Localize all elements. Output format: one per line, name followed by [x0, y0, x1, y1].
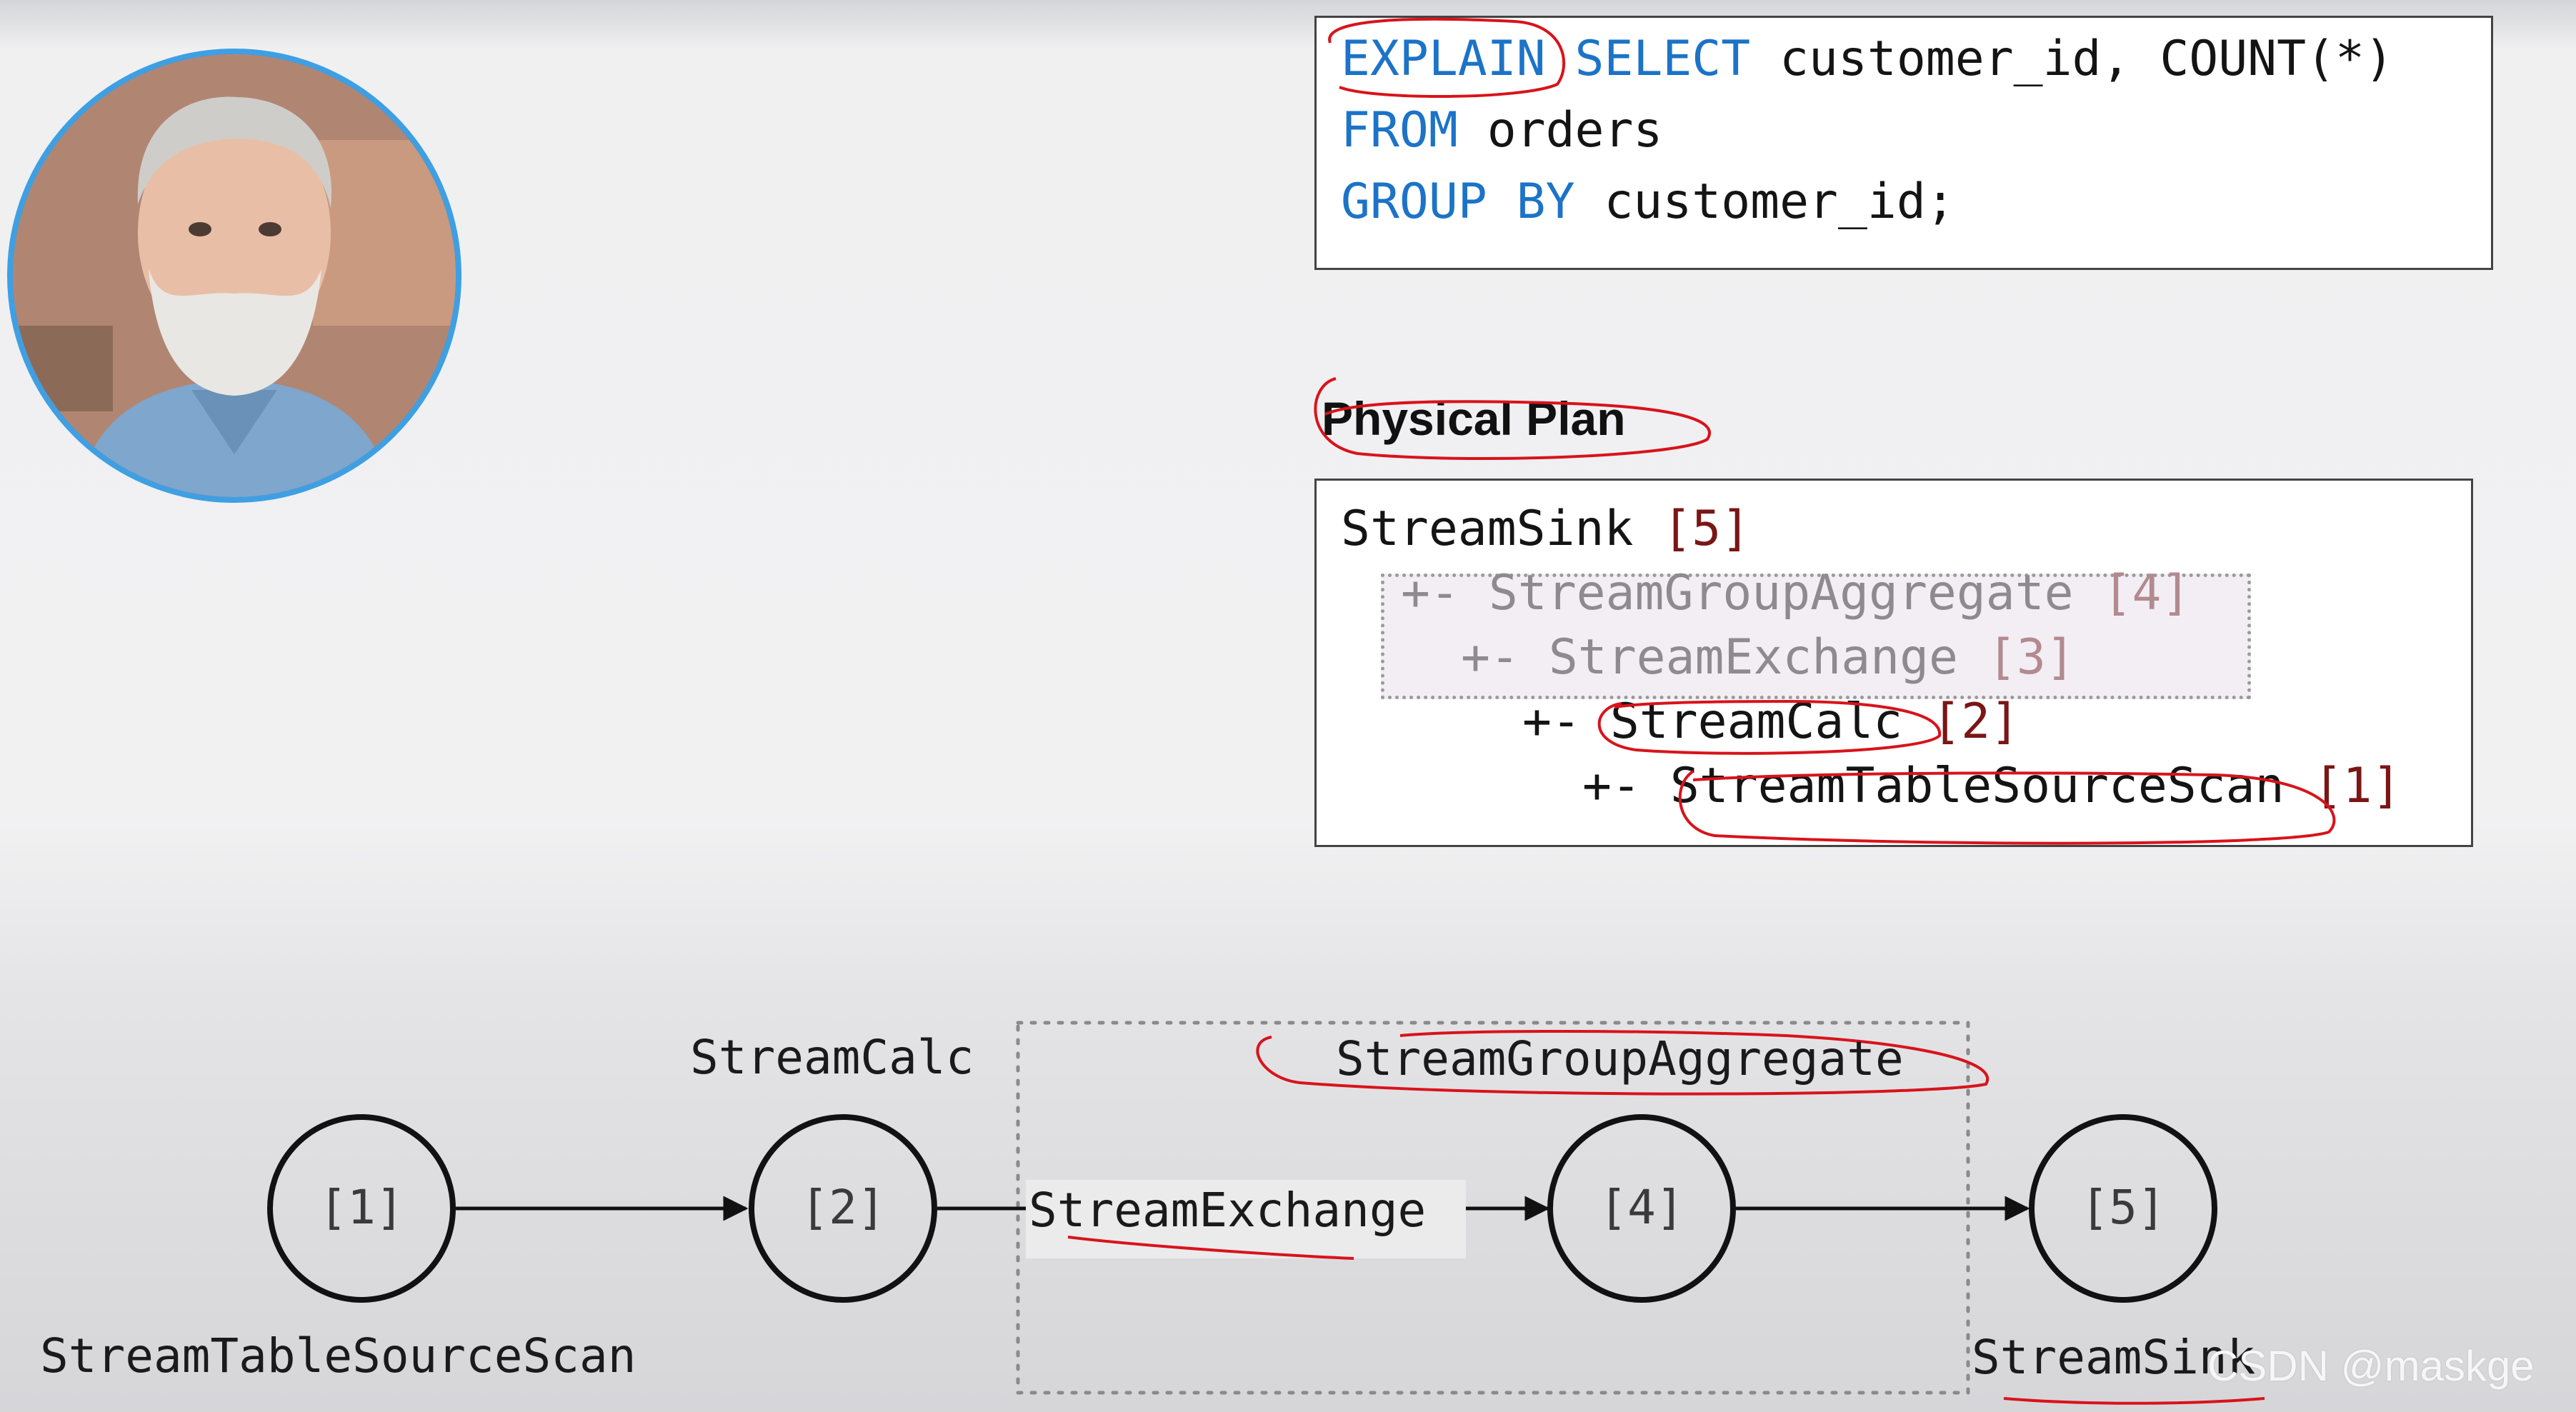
sql-line-2: FROM orders [1341, 102, 1662, 159]
node-5-id: [5] [2080, 1180, 2166, 1235]
plan-prefix: +- [1522, 694, 1610, 750]
presenter-photo-icon [13, 54, 456, 497]
edge-label-background [1026, 1180, 1466, 1258]
sql-keyword-select: SELECT [1574, 31, 1751, 87]
node-4-label: StreamGroupAggregate [1336, 1031, 1904, 1086]
annotation-underline-stream-sink [2003, 1397, 2265, 1405]
plan-line-stream-group-aggregate: +- StreamGroupAggregate [4] [1401, 565, 2190, 621]
sql-code-box: EXPLAIN SELECT customer_id, COUNT(*) FRO… [1314, 16, 2493, 270]
dag-graph [267, 1021, 2265, 1405]
sql-keyword-from: FROM [1341, 102, 1458, 159]
plan-operator-name: StreamExchange [1548, 629, 1958, 686]
node-2-id: [2] [800, 1180, 886, 1235]
node-5-label: StreamSink [1972, 1330, 2256, 1385]
sql-from-table: orders [1457, 102, 1663, 159]
physical-plan-box: StreamSink [5] +- StreamGroupAggregate [… [1314, 479, 2473, 847]
exchange-highlight-box [1381, 574, 2251, 699]
annotation-underline-stream-exchange [1067, 1236, 1354, 1260]
plan-prefix: +- [1401, 565, 1489, 621]
plan-operator-name: StreamGroupAggregate [1488, 565, 2074, 621]
plan-line-stream-table-source-scan: +- StreamTableSourceScan [1] [1582, 758, 2401, 814]
edge-label-stream-exchange: StreamExchange [1029, 1183, 1427, 1238]
node-2-circle [749, 1114, 937, 1303]
node-4-id: [4] [1599, 1180, 1684, 1235]
sql-group-by-column: customer_id; [1574, 174, 1955, 230]
annotation-circle-stream-calc [1597, 699, 1942, 755]
annotation-circle-table-source-scan [1678, 770, 2336, 845]
plan-operator-index: [4] [2102, 565, 2191, 621]
plan-prefix: +- [1582, 758, 1670, 814]
sql-select-columns: customer_id, COUNT(*) [1750, 31, 2394, 87]
node-2-label: StreamCalc [690, 1030, 974, 1085]
plan-operator-name: StreamSink [1341, 501, 1634, 557]
node-5-circle [2029, 1114, 2217, 1303]
plan-operator-index: [5] [1662, 501, 1751, 557]
annotation-circle-physical-plan [1314, 377, 1711, 461]
plan-line-stream-exchange: +- StreamExchange [3] [1461, 629, 2075, 686]
node-4-circle [1547, 1114, 1736, 1303]
operator-dag: [1] [2] [4] [5] StreamTableSourceScan St… [0, 971, 2576, 1412]
node-1-label: StreamTableSourceScan [40, 1328, 636, 1383]
plan-operator-index: [2] [1932, 694, 2020, 750]
presenter-avatar-icon [7, 49, 461, 503]
annotation-underline-group-aggregate [1256, 1030, 1990, 1096]
sql-keyword-explain: EXPLAIN [1341, 31, 1546, 87]
plan-operator-name: StreamTableSourceScan [1669, 758, 2285, 814]
node-1-id: [1] [319, 1180, 404, 1235]
plan-prefix: +- [1461, 629, 1549, 686]
watermark: CSDN @maskge [2207, 1342, 2535, 1390]
sql-keyword-group-by: GROUP BY [1341, 174, 1575, 230]
plan-line-stream-sink: StreamSink [5] [1341, 501, 1750, 557]
plan-operator-index: [3] [1987, 629, 2075, 686]
node-1-circle [267, 1114, 456, 1303]
annotation-circle-explain [1328, 17, 1566, 98]
sql-line-1: EXPLAIN SELECT customer_id, COUNT(*) [1341, 31, 2394, 87]
sql-line-3: GROUP BY customer_id; [1341, 174, 1955, 230]
